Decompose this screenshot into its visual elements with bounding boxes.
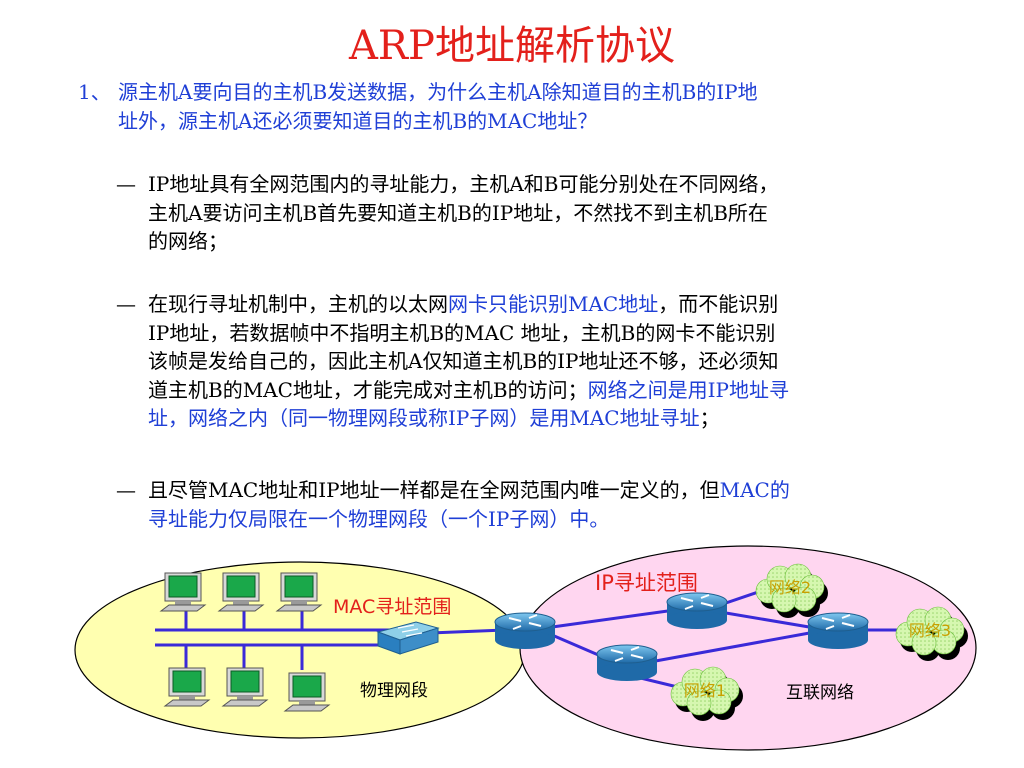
- highlight-text: 址，网络之内（同一物理网段或称IP子网）是用MAC地址寻址: [148, 406, 700, 430]
- network-label: 网络3: [909, 621, 951, 640]
- point-line: 的网络；: [148, 227, 779, 256]
- routers: [494, 592, 869, 681]
- point-line: 在现行寻址机制中，主机的以太网网卡只能识别MAC地址，而不能识别: [148, 290, 789, 319]
- body-text: 且尽管MAC地址和IP地址一样都是在全网范围内唯一定义的，但: [148, 478, 720, 502]
- body-text: ，而不能识别: [658, 292, 779, 316]
- body-text: 在现行寻址机制中，主机的以太网: [148, 292, 448, 316]
- bullet-dash: —: [116, 292, 136, 316]
- highlight-text: 寻址能力仅局限在一个物理网段（一个IP子网）中。: [148, 506, 610, 531]
- point-line: IP地址具有全网范围内的寻址能力，主机A和B可能分别处在不同网络，: [148, 170, 779, 199]
- router-icon: [666, 592, 728, 629]
- page-title: ARP地址解析协议: [349, 23, 675, 69]
- computer-icon: [275, 572, 323, 612]
- question-text: 源主机A要向目的主机B发送数据，为什么主机A除知道目的主机B的IP地 址外，源主…: [118, 78, 958, 136]
- point-line: 址，网络之内（同一物理网段或称IP子网）是用MAC地址寻址；: [148, 404, 789, 433]
- point-line: 主机A要访问主机B首先要知道主机B的IP地址，不然找不到主机B所在: [148, 199, 779, 228]
- segment-label: 物理网段: [360, 681, 428, 701]
- computer-icon: [283, 672, 331, 712]
- body-text: ；: [699, 406, 720, 430]
- networks: 网络2 网络3 网络1: [670, 563, 968, 721]
- computer-icon: [163, 667, 211, 707]
- question-line: 源主机A要向目的主机B发送数据，为什么主机A除知道目的主机B的IP地: [118, 80, 758, 104]
- bullet-dash: —: [116, 478, 136, 502]
- point-line: 道主机B的MAC地址，才能完成对主机B的访问；网络之间是用IP地址寻: [148, 376, 789, 405]
- network-cloud: 网络1: [670, 666, 743, 721]
- point-line: 且尽管MAC地址和IP地址一样都是在全网范围内唯一定义的，但MAC的: [148, 476, 790, 505]
- network-cloud: 网络2: [755, 563, 828, 618]
- body-text: IP地址具有全网范围内的寻址能力，主机A和B可能分别处在不同网络，: [148, 172, 779, 196]
- body-text: IP地址，若数据帧中不指明主机B的MAC 地址，主机B的网卡不能识别: [148, 320, 776, 345]
- network-label: 网络2: [769, 578, 811, 597]
- internet-label: 互联网络: [786, 683, 854, 703]
- mac-range-label: MAC寻址范围: [333, 596, 451, 618]
- body-text: 该帧是发给自己的，因此主机A仅知道主机B的IP地址还不够，还必须知: [148, 349, 779, 373]
- router-icon: [494, 612, 556, 649]
- ip-range-label: IP寻址范围: [595, 571, 698, 595]
- router-icon: [807, 612, 869, 649]
- network-cloud: 网络3: [895, 606, 968, 661]
- point-line: 该帧是发给自己的，因此主机A仅知道主机B的IP地址还不够，还必须知: [148, 347, 789, 376]
- computer-icon: [217, 572, 265, 612]
- computer-icon: [221, 667, 269, 707]
- lan-bus: [155, 605, 506, 670]
- highlight-text: MAC的: [719, 478, 790, 502]
- body-text: 的网络；: [148, 229, 228, 253]
- bullet-dash: —: [116, 172, 136, 196]
- question-line: 址外，源主机A还必须要知道目的主机B的MAC地址？: [118, 109, 598, 133]
- switch-icon: [376, 621, 440, 655]
- network-label: 网络1: [684, 681, 726, 700]
- point-line: 寻址能力仅局限在一个物理网段（一个IP子网）中。: [148, 505, 790, 534]
- computer-icon: [159, 572, 207, 612]
- question-number: 1、: [78, 80, 111, 104]
- highlight-text: 网卡只能识别MAC地址: [448, 292, 659, 316]
- body-text: 主机A要访问主机B首先要知道主机B的IP地址，不然找不到主机B所在: [148, 200, 768, 225]
- hosts: [159, 572, 331, 712]
- point-line: IP地址，若数据帧中不指明主机B的MAC 地址，主机B的网卡不能识别: [148, 319, 789, 348]
- body-text: 道主机B的MAC地址，才能完成对主机B的访问；: [148, 377, 588, 402]
- highlight-text: 网络之间是用IP地址寻: [587, 377, 789, 402]
- router-icon: [596, 644, 658, 681]
